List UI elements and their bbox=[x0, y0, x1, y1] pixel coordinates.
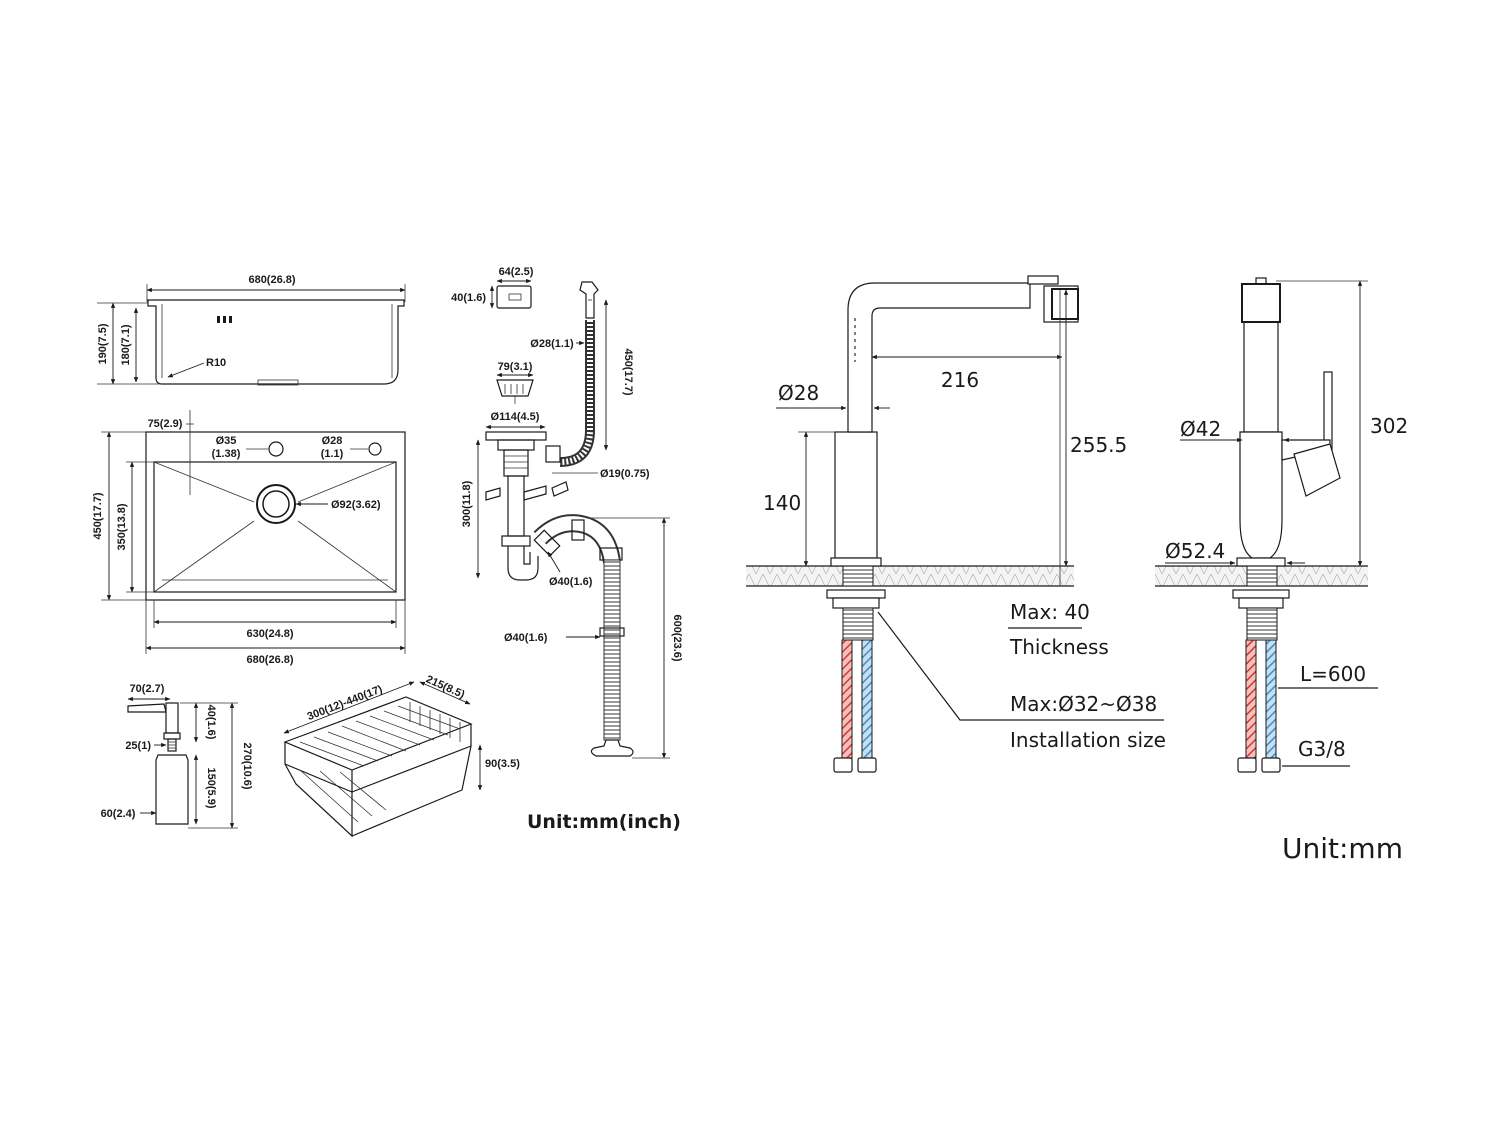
trap-height-label: 300(11.8) bbox=[461, 480, 473, 527]
body-height-label: 140 bbox=[763, 491, 801, 515]
unit-left-label: Unit:mm(inch) bbox=[527, 811, 681, 833]
overflow-height-label: 40(1.6) bbox=[451, 292, 486, 304]
sink-plan-view: 75(2.9) Ø35 (1.38) Ø28 (1.1) Ø92(3.62) 4… bbox=[92, 410, 406, 666]
radius-label: R10 bbox=[206, 357, 226, 369]
sink-width-label: 680(26.8) bbox=[248, 274, 295, 286]
install-value: Max:Ø32~Ø38 bbox=[1010, 692, 1157, 716]
total-height-label-front: 302 bbox=[1370, 414, 1408, 438]
drain-label: Ø92(3.62) bbox=[331, 499, 381, 511]
depth-inner-label: 180(7.1) bbox=[120, 324, 132, 365]
install-label: Installation size bbox=[1010, 728, 1166, 752]
overflow-width-label: 64(2.5) bbox=[499, 266, 534, 278]
side-hose-parts bbox=[485, 481, 569, 501]
hose-length-label: 450(17.7) bbox=[622, 348, 634, 395]
thickness-value: Max: 40 bbox=[1010, 600, 1090, 624]
side-hose-label: Ø19(0.75) bbox=[600, 468, 650, 480]
drain-pipe-length-label: 600(23.6) bbox=[671, 614, 683, 661]
overflow-cover: 64(2.5) 40(1.6) bbox=[451, 266, 534, 309]
strainer-small-label: 79(3.1) bbox=[498, 361, 533, 373]
total-height-label: 270(10.6) bbox=[241, 742, 253, 789]
reach-label: 216 bbox=[941, 368, 979, 392]
basket-slats bbox=[299, 702, 461, 823]
basket-height-label: 90(3.5) bbox=[485, 758, 520, 770]
thread-label: G3/8 bbox=[1298, 737, 1346, 761]
height-label: 255.5 bbox=[1070, 433, 1127, 457]
drain-kit: Ø28(1.1) 450(17.7) 79(3.1) Ø114(4.5) bbox=[461, 281, 683, 759]
bottle-diameter-label: 60(2.4) bbox=[101, 808, 136, 820]
base-diameter-label: Ø52.4 bbox=[1165, 539, 1225, 563]
faucet-front-view: Ø42 302 Ø52.4 L=600 G3/8 bbox=[1155, 277, 1408, 773]
hose-diameter-label: Ø28(1.1) bbox=[530, 338, 574, 350]
outer-width-label: 680(26.8) bbox=[246, 654, 293, 666]
inner-width-label: 630(24.8) bbox=[246, 628, 293, 640]
body-diameter-label: Ø42 bbox=[1180, 417, 1221, 441]
depth-outer-label: 190(7.5) bbox=[97, 323, 109, 364]
thickness-label: Thickness bbox=[1009, 635, 1109, 659]
hose-length-label-front: L=600 bbox=[1300, 662, 1366, 686]
hole2-label: Ø28 bbox=[322, 435, 343, 447]
overflow-holes bbox=[217, 316, 232, 323]
sink-basket: 300(12)-440(17) 215(8.5) 90 bbox=[283, 673, 520, 838]
drain-pipe-d-label: Ø40(1.6) bbox=[504, 632, 548, 644]
bottle-height-label: 150(5.9) bbox=[205, 768, 217, 809]
soap-dispenser: 70(2.7) 40(1.6) 25(1) 150(5.9) 270(10.6)… bbox=[101, 683, 253, 829]
outer-height-label: 450(17.7) bbox=[92, 492, 104, 539]
hole2-inch-label: (1.1) bbox=[321, 448, 344, 460]
inner-height-label: 350(13.8) bbox=[116, 503, 128, 550]
strainer-big-label: Ø114(4.5) bbox=[491, 411, 540, 423]
corner-label: 75(2.9) bbox=[148, 418, 183, 430]
spout-label: 70(2.7) bbox=[130, 683, 165, 695]
unit-right-label: Unit:mm bbox=[1282, 832, 1403, 865]
head-height-label: 40(1.6) bbox=[205, 705, 217, 740]
trap-outlet-label: Ø40(1.6) bbox=[549, 576, 593, 588]
hole1-label: Ø35 bbox=[216, 435, 237, 447]
spout-diameter-label: Ø28 bbox=[778, 381, 819, 405]
neck-label: 25(1) bbox=[125, 740, 151, 752]
basket-width-label: 215(8.5) bbox=[424, 673, 467, 701]
hole1-inch-label: (1.38) bbox=[212, 448, 241, 460]
faucet-side-view: Ø28 216 255.5 140 Max: 40 Thickness Max:… bbox=[746, 275, 1166, 773]
sink-section-view: 680(26.8) 190(7.5) 180(7.1) R10 bbox=[97, 274, 406, 386]
